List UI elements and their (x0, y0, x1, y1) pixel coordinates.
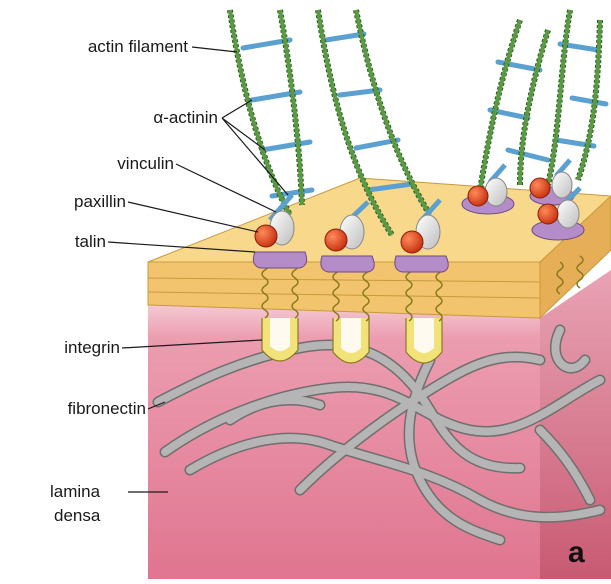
actin-alpha-actinin-ladder (230, 10, 312, 215)
leader-vinculin (176, 164, 276, 212)
panel-letter: a (568, 536, 585, 570)
label-alpha-actinin: α-actinin (80, 108, 218, 128)
paxillin (538, 204, 558, 224)
talin (321, 256, 374, 272)
paxillin (530, 178, 550, 198)
integrins (262, 318, 442, 363)
vinculin (557, 200, 579, 228)
label-fibronectin: fibronectin (0, 399, 146, 419)
label-vinculin: vinculin (80, 154, 174, 174)
integrin (333, 318, 369, 363)
vinculin (485, 178, 507, 206)
label-lamina-densa-line1: lamina (50, 482, 100, 502)
label-paxillin: paxillin (20, 192, 126, 212)
talin (395, 256, 448, 272)
integrin (406, 318, 442, 363)
paxillin (325, 229, 347, 251)
actin-alpha-actinin-ladder (480, 10, 606, 190)
vinculin (552, 172, 572, 198)
paxillin (468, 186, 488, 206)
leader-actin-filament (192, 47, 237, 52)
label-actin-filament: actin filament (14, 37, 188, 57)
talin (253, 252, 306, 268)
label-lamina-densa-line2: densa (54, 506, 100, 526)
paxillin (401, 231, 423, 253)
adhesion-complex (462, 165, 514, 214)
label-talin: talin (20, 232, 106, 252)
integrin (262, 318, 298, 361)
lamina-side-face (540, 270, 611, 579)
paxillin (255, 225, 277, 247)
leader-paxillin (128, 202, 258, 232)
label-integrin: integrin (10, 338, 120, 358)
